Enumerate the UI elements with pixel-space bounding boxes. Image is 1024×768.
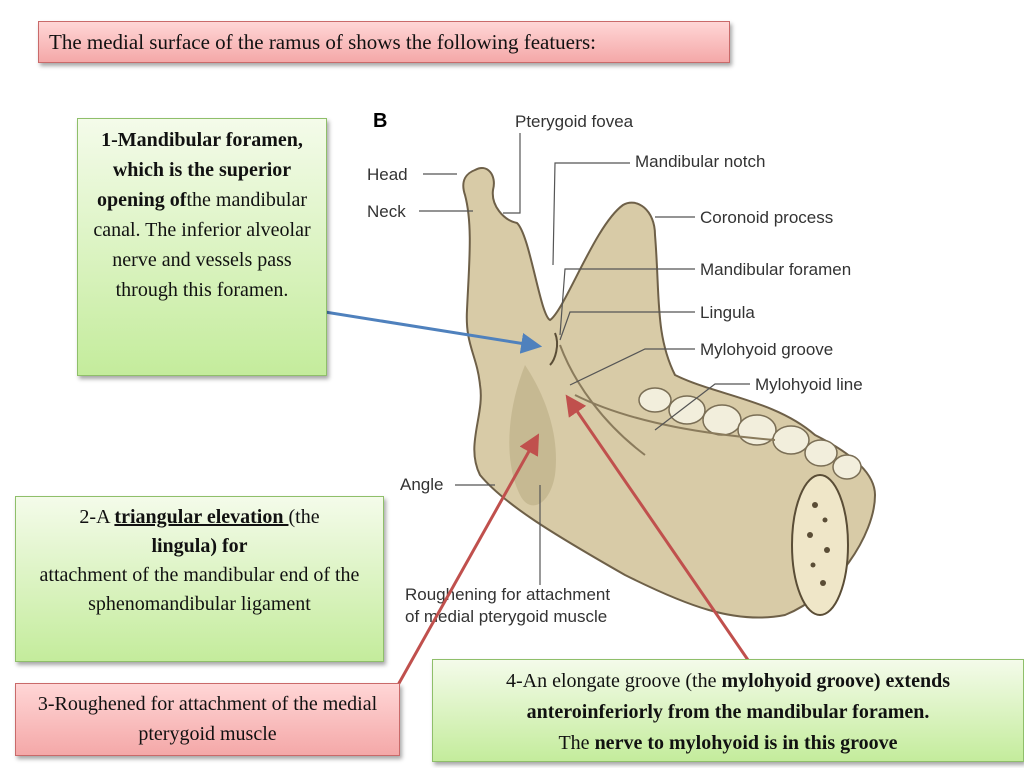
box4-bold1: mylohyoid groove) extends anteroinferior… xyxy=(526,670,950,723)
callout-mandibular-foramen: 1-Mandibular foramen, which is the super… xyxy=(77,118,327,376)
box4-part2: The xyxy=(558,732,595,754)
label-lingula: Lingula xyxy=(700,303,755,322)
label-mandibular-foramen: Mandibular foramen xyxy=(700,260,851,279)
box3-text: 3-Roughened for attachment of the medial… xyxy=(37,693,378,745)
box1-normal: the mandibular canal. The inferior alveo… xyxy=(93,189,311,301)
mandible-diagram: B Pterygoid fovea Mandibular notch Head … xyxy=(367,110,877,626)
panel-letter: B xyxy=(373,110,387,132)
spongy-bone-pattern xyxy=(807,502,830,586)
lingula-mark xyxy=(549,332,559,366)
box4-part1: 4-An elongate groove (the xyxy=(506,670,722,692)
label-mandibular-notch: Mandibular notch xyxy=(635,152,765,171)
label-neck: Neck xyxy=(367,202,406,221)
label-coronoid-process: Coronoid process xyxy=(700,208,833,227)
box2-underlined: triangular elevation xyxy=(114,506,289,528)
callout-lingula: 2-A triangular elevation (the lingula) f… xyxy=(15,496,384,662)
box2-prefix: 2-A xyxy=(79,506,115,528)
label-pterygoid-fovea: Pterygoid fovea xyxy=(515,112,634,131)
label-angle: Angle xyxy=(400,475,443,494)
label-mylohyoid-line: Mylohyoid line xyxy=(755,375,863,394)
label-mylohyoid-groove: Mylohyoid groove xyxy=(700,340,833,359)
title-text: The medial surface of the ramus of shows… xyxy=(49,30,596,54)
callout-roughening: 3-Roughened for attachment of the medial… xyxy=(15,683,400,756)
label-roughening-1: Roughening for attachment xyxy=(405,585,610,604)
cut-section xyxy=(791,474,849,616)
label-roughening-2: of medial pterygoid muscle xyxy=(405,607,607,626)
box2-rest: attachment of the mandibular end of the … xyxy=(39,564,360,615)
label-head: Head xyxy=(367,165,408,184)
box1-bold: 1-Mandibular foramen, which is the super… xyxy=(97,129,303,211)
box4-bold2: nerve to mylohyoid is in this groove xyxy=(594,732,898,754)
title-box: The medial surface of the ramus of shows… xyxy=(38,21,730,63)
box2-bold: lingula) for xyxy=(151,535,248,557)
box2-after: (the xyxy=(288,506,320,528)
mandible-bone xyxy=(462,167,877,619)
callout-mylohyoid-groove: 4-An elongate groove (the mylohyoid groo… xyxy=(432,659,1024,762)
